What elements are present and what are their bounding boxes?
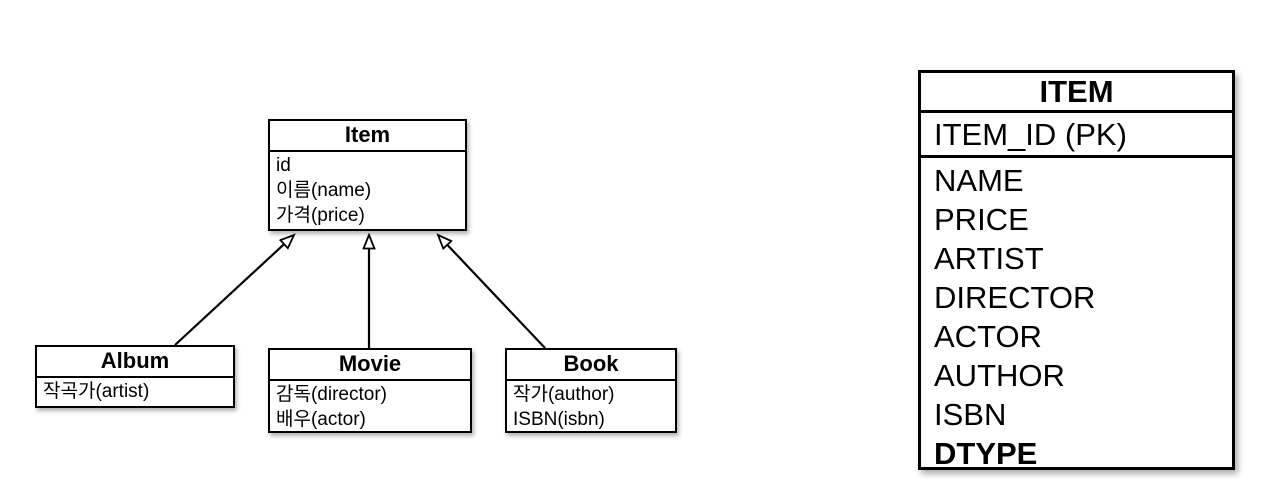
db-column-actor: ACTOR bbox=[934, 319, 1042, 354]
class-box-movie: Movie 감독(director) 배우(actor) bbox=[268, 348, 472, 433]
class-attrs-movie: 감독(director) 배우(actor) bbox=[270, 381, 470, 432]
arrow-album-to-item bbox=[174, 235, 294, 346]
attr-book-author: 작가(author) bbox=[513, 384, 615, 405]
class-attrs-item: id 이름(name) 가격(price) bbox=[270, 152, 465, 228]
db-column-list: NAME PRICE ARTIST DIRECTOR ACTOR AUTHOR … bbox=[921, 158, 1232, 473]
class-title-item: Item bbox=[270, 121, 465, 152]
class-title-album: Album bbox=[37, 347, 233, 378]
attr-item-id: id bbox=[276, 155, 291, 176]
class-attrs-album: 작곡가(artist) bbox=[37, 378, 233, 404]
db-column-price: PRICE bbox=[934, 202, 1029, 237]
db-table-title: ITEM bbox=[921, 73, 1232, 113]
class-attrs-book: 작가(author) ISBN(isbn) bbox=[507, 381, 675, 432]
arrow-book-to-item bbox=[438, 235, 546, 349]
attr-item-name: 이름(name) bbox=[276, 180, 372, 201]
db-column-director: DIRECTOR bbox=[934, 280, 1096, 315]
class-box-book: Book 작가(author) ISBN(isbn) bbox=[505, 348, 677, 433]
db-column-author: AUTHOR bbox=[934, 358, 1065, 393]
attr-movie-actor: 배우(actor) bbox=[276, 409, 366, 430]
attr-item-price: 가격(price) bbox=[276, 205, 365, 226]
db-column-dtype: DTYPE bbox=[934, 436, 1038, 471]
attr-album-artist: 작곡가(artist) bbox=[43, 381, 150, 402]
db-column-artist: ARTIST bbox=[934, 241, 1044, 276]
db-column-name: NAME bbox=[934, 163, 1024, 198]
db-column-isbn: ISBN bbox=[934, 397, 1007, 432]
db-column-item-id-pk: ITEM_ID (PK) bbox=[921, 113, 1232, 158]
attr-book-isbn: ISBN(isbn) bbox=[513, 409, 605, 430]
class-box-album: Album 작곡가(artist) bbox=[35, 345, 235, 408]
attr-movie-director: 감독(director) bbox=[276, 384, 387, 405]
class-title-book: Book bbox=[507, 350, 675, 381]
class-box-item: Item id 이름(name) 가격(price) bbox=[268, 119, 467, 231]
db-table-item: ITEM ITEM_ID (PK) NAME PRICE ARTIST DIRE… bbox=[918, 70, 1235, 473]
class-title-movie: Movie bbox=[270, 350, 470, 381]
